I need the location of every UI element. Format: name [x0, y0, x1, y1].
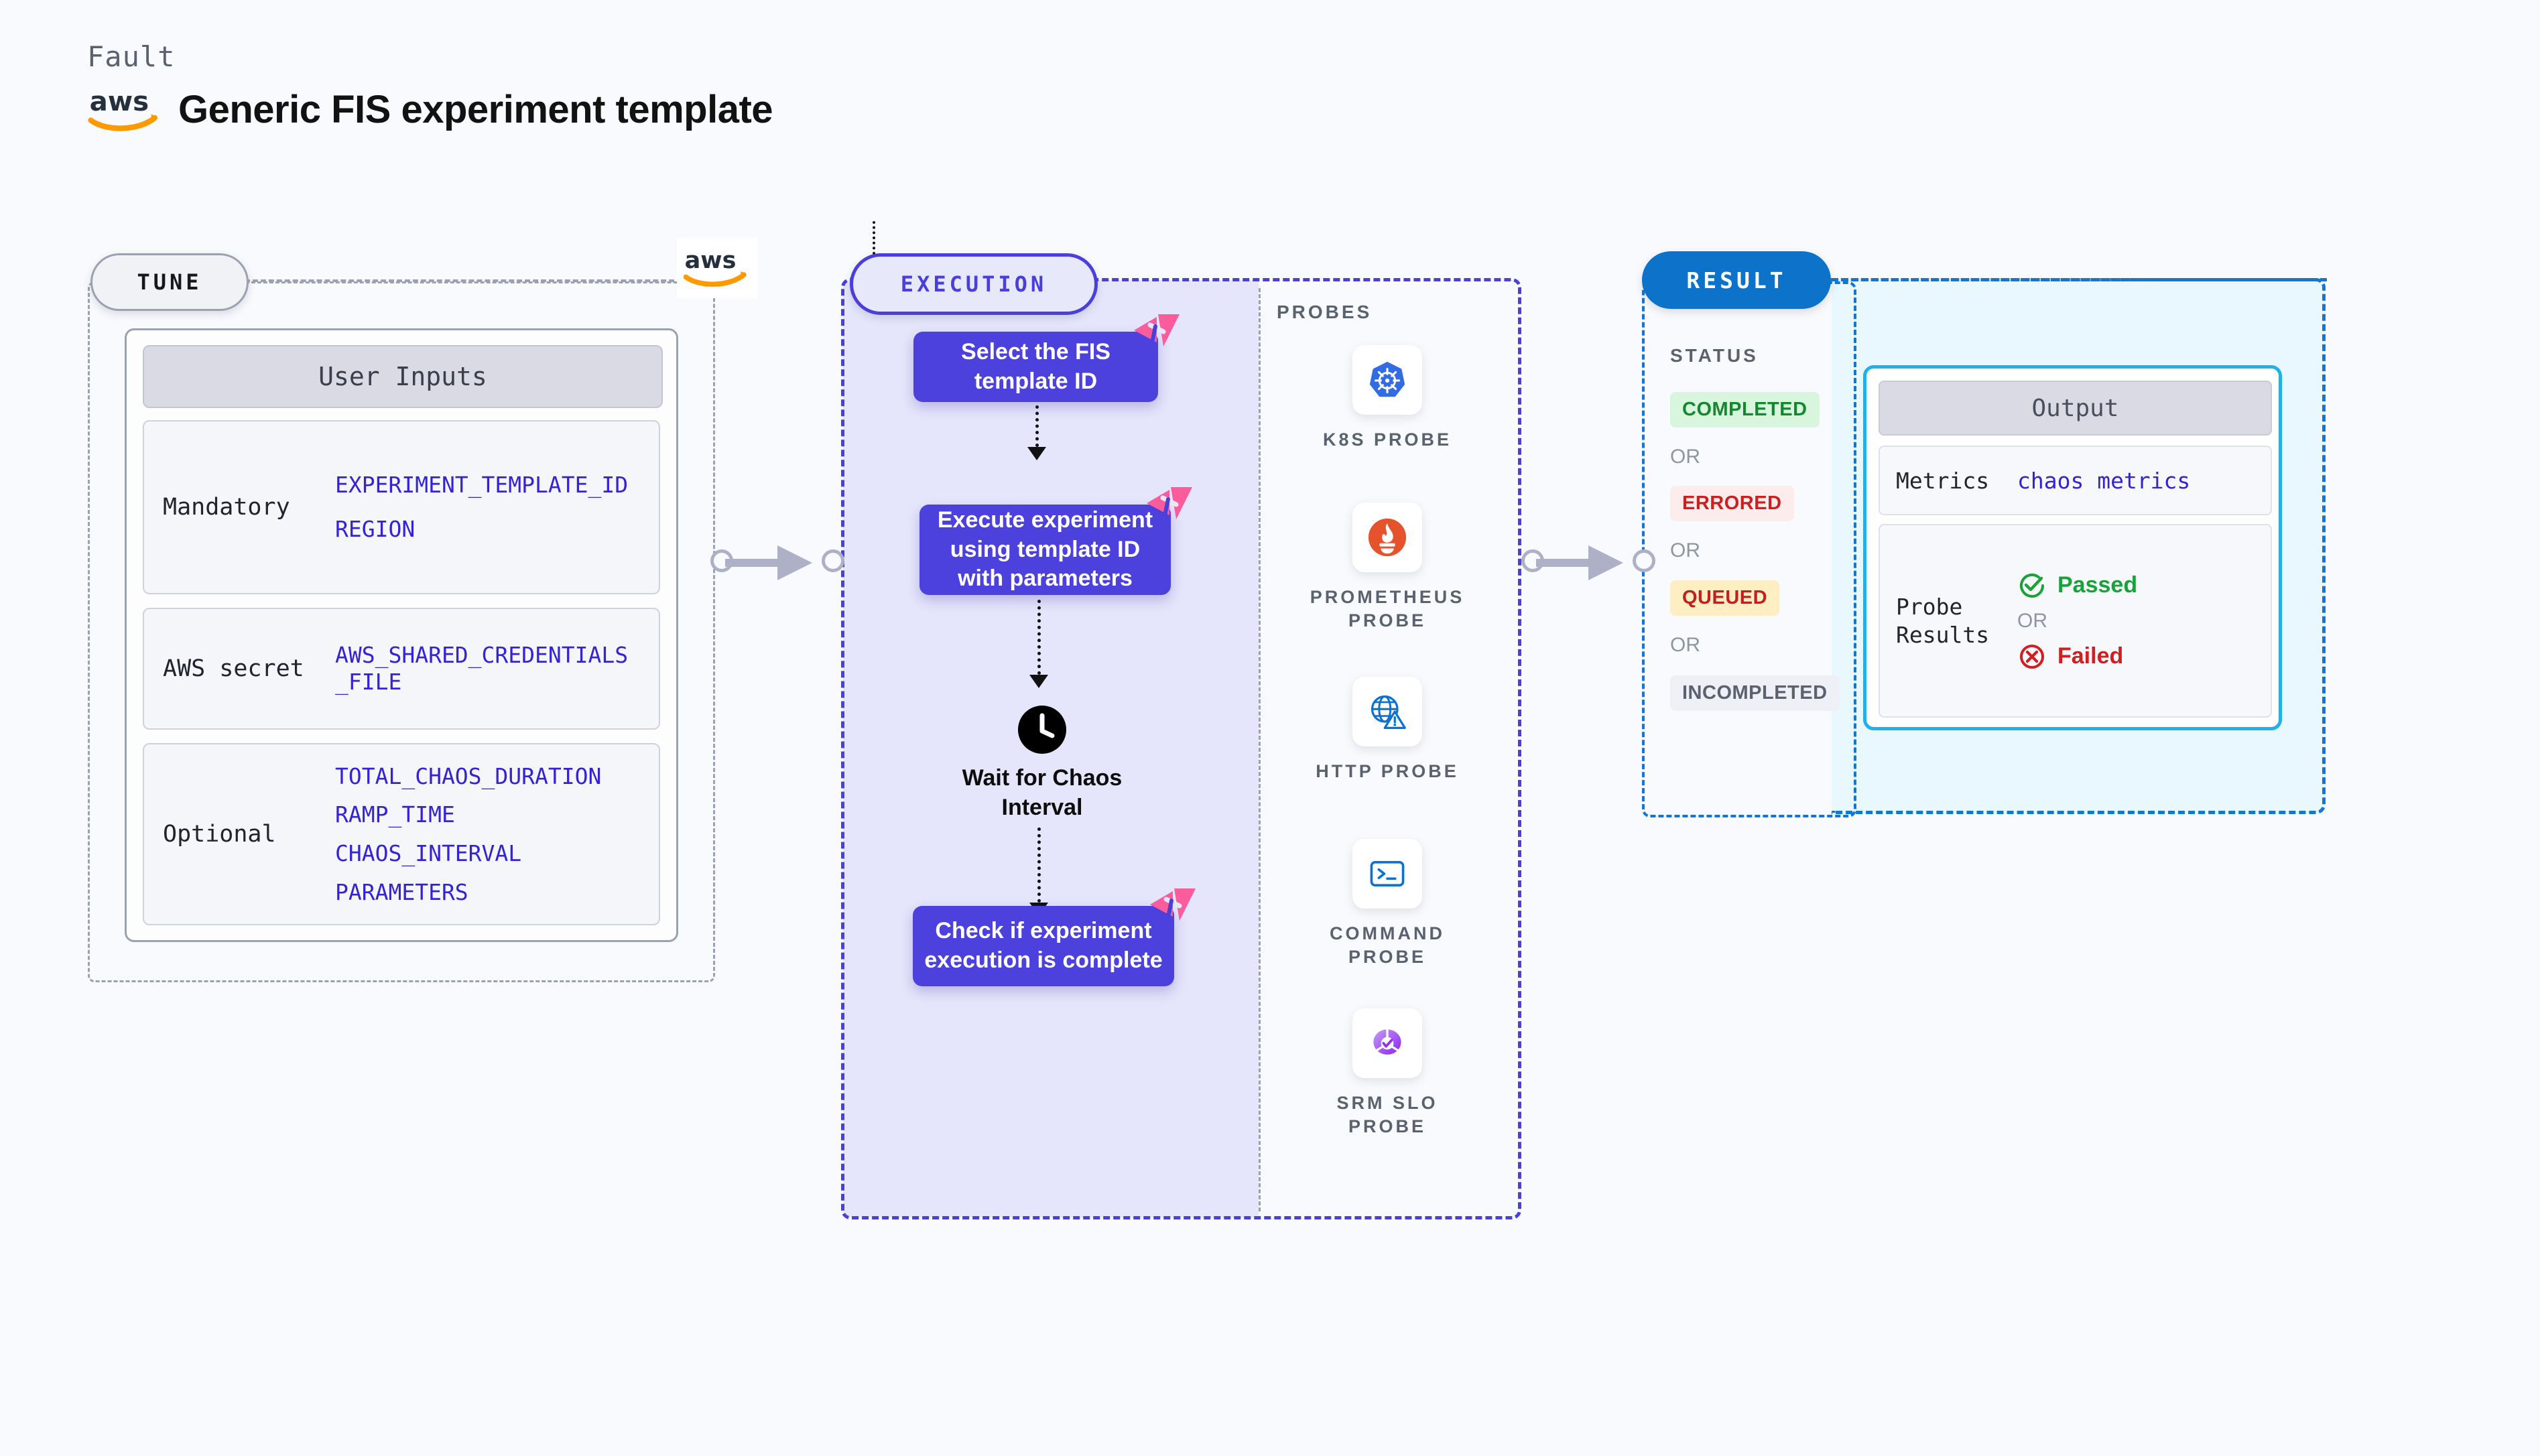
probe-label: K8S PROBE: [1322, 429, 1452, 450]
clock-icon: [1018, 706, 1066, 754]
tune-pill[interactable]: TUNE: [90, 253, 249, 311]
param-total-chaos-duration: TOTAL_CHAOS_DURATION: [335, 763, 602, 789]
output-title: Output: [1879, 381, 2272, 436]
probe-label: SRM SLO PROBE: [1336, 1093, 1438, 1137]
probe-label: PROMETHEUS PROBE: [1310, 587, 1465, 631]
execution-step-select-template[interactable]: Select the FIS template ID: [913, 314, 1180, 402]
param-ramp-time: RAMP_TIME: [335, 801, 455, 828]
param-chaos-interval: CHAOS_INTERVAL: [335, 840, 522, 866]
litmus-flag-icon: [1134, 314, 1180, 346]
page-header: Fault aws Generic FIS experiment templat…: [87, 40, 773, 135]
group-label: AWS secret: [163, 655, 304, 682]
connector-tune-to-execution: [710, 545, 844, 580]
litmus-flag-icon: [1150, 888, 1196, 921]
group-label: Optional: [163, 820, 276, 848]
srm-slo-icon: [1373, 1029, 1401, 1055]
execution-pill[interactable]: EXECUTION: [850, 253, 1098, 315]
execution-step-execute-experiment[interactable]: Execute experiment using template ID wit…: [919, 487, 1192, 595]
probe-label: COMMAND PROBE: [1330, 923, 1445, 968]
or-label: OR: [2017, 609, 2047, 632]
metrics-label: Metrics: [1896, 467, 1990, 494]
execution-stub-line: [873, 221, 875, 255]
output-probe-results-row: Probe Results Passed OR Failed: [1879, 524, 2272, 718]
or-label: OR: [1670, 539, 1700, 561]
http-globe-icon: [1371, 695, 1406, 729]
probe-results-label: Probe Results: [1896, 594, 1990, 648]
passed-label: Passed: [2057, 572, 2138, 598]
probe-label: HTTP PROBE: [1316, 761, 1459, 781]
svg-text:aws: aws: [90, 86, 149, 117]
terminal-icon: [1370, 860, 1405, 887]
probe-command[interactable]: COMMAND PROBE: [1287, 839, 1488, 969]
result-dashed-connector: [1831, 278, 2327, 281]
status-badge-incompleted: INCOMPLETED: [1670, 675, 1840, 711]
input-group-optional: Optional TOTAL_CHAOS_DURATION RAMP_TIME …: [143, 743, 660, 925]
execution-step-check-complete[interactable]: Check if experiment execution is complet…: [913, 888, 1196, 986]
x-circle-icon: [2020, 644, 2044, 669]
or-label: OR: [1670, 446, 1700, 468]
probe-result-passed: Passed: [2017, 571, 2137, 600]
fault-kicker: Fault: [87, 40, 176, 73]
status-title: STATUS: [1670, 345, 1759, 366]
param-region: REGION: [335, 516, 416, 542]
status-badge-queued: QUEUED: [1670, 580, 1780, 616]
probes-divider: [1259, 288, 1261, 1211]
metrics-value: chaos metrics: [2017, 467, 2191, 494]
status-badge-errored: ERRORED: [1670, 486, 1794, 521]
tune-panel: [88, 281, 715, 982]
failed-label: Failed: [2057, 643, 2124, 669]
connector-execution-to-result: [1521, 545, 1655, 580]
output-card: Output Metrics chaos metrics Probe Resul…: [1863, 365, 2282, 730]
probe-k8s[interactable]: K8S PROBE: [1287, 345, 1488, 452]
tune-dashed-connector: [245, 279, 690, 282]
aws-badge-icon: aws: [677, 238, 757, 298]
param-parameters: PARAMETERS: [335, 878, 468, 905]
input-group-mandatory: Mandatory EXPERIMENT_TEMPLATE_ID REGION: [143, 420, 660, 594]
page-title: Generic FIS experiment template: [178, 87, 773, 131]
aws-logo: aws: [87, 84, 161, 135]
prometheus-icon: [1368, 518, 1407, 557]
wait-for-chaos-interval-label: Wait for Chaos Interval: [962, 765, 1123, 820]
litmus-flag-icon: [1147, 487, 1192, 519]
param-experiment-template-id: EXPERIMENT_TEMPLATE_ID: [335, 472, 629, 499]
param-aws-shared-credentials-file: AWS_SHARED_CREDENTIALS _FILE: [335, 642, 629, 695]
result-pill[interactable]: RESULT: [1642, 251, 1831, 309]
probes-title: PROBES: [1277, 302, 1373, 322]
input-group-aws-secret: AWS secret AWS_SHARED_CREDENTIALS _FILE: [143, 608, 660, 730]
probe-http[interactable]: HTTP PROBE: [1287, 677, 1488, 783]
or-label: OR: [1670, 634, 1700, 656]
svg-text:aws: aws: [685, 247, 737, 274]
status-badge-completed: COMPLETED: [1670, 392, 1820, 427]
check-circle-icon: [2020, 573, 2044, 598]
user-inputs-card: User Inputs Mandatory EXPERIMENT_TEMPLAT…: [125, 328, 678, 942]
probe-result-failed: Failed: [2017, 642, 2137, 671]
group-label: Mandatory: [163, 493, 290, 521]
probe-srm-slo[interactable]: SRM SLO PROBE: [1287, 1008, 1488, 1138]
execution-panel: [841, 278, 1521, 1219]
output-metrics-row: Metrics chaos metrics: [1879, 446, 2272, 515]
kubernetes-icon: [1369, 361, 1405, 397]
probe-prometheus[interactable]: PROMETHEUS PROBE: [1287, 503, 1488, 633]
user-inputs-title: User Inputs: [143, 345, 663, 408]
